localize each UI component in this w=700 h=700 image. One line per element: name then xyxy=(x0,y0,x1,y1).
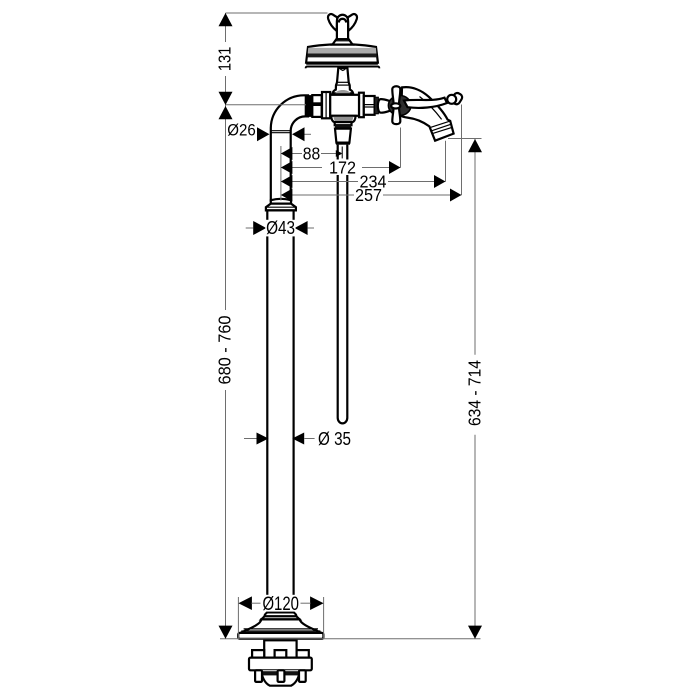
svg-text:234: 234 xyxy=(360,171,387,191)
svg-text:172: 172 xyxy=(329,157,356,177)
svg-text:257: 257 xyxy=(355,185,382,205)
svg-text:88: 88 xyxy=(303,144,321,164)
svg-text:Ø120: Ø120 xyxy=(262,594,299,615)
svg-text:131: 131 xyxy=(215,47,235,72)
svg-text:680 - 760: 680 - 760 xyxy=(215,315,235,384)
svg-text:Ø 35: Ø 35 xyxy=(318,428,351,449)
svg-text:Ø43: Ø43 xyxy=(266,217,295,238)
svg-text:634 - 714: 634 - 714 xyxy=(464,360,484,426)
svg-text:Ø26: Ø26 xyxy=(227,122,256,140)
